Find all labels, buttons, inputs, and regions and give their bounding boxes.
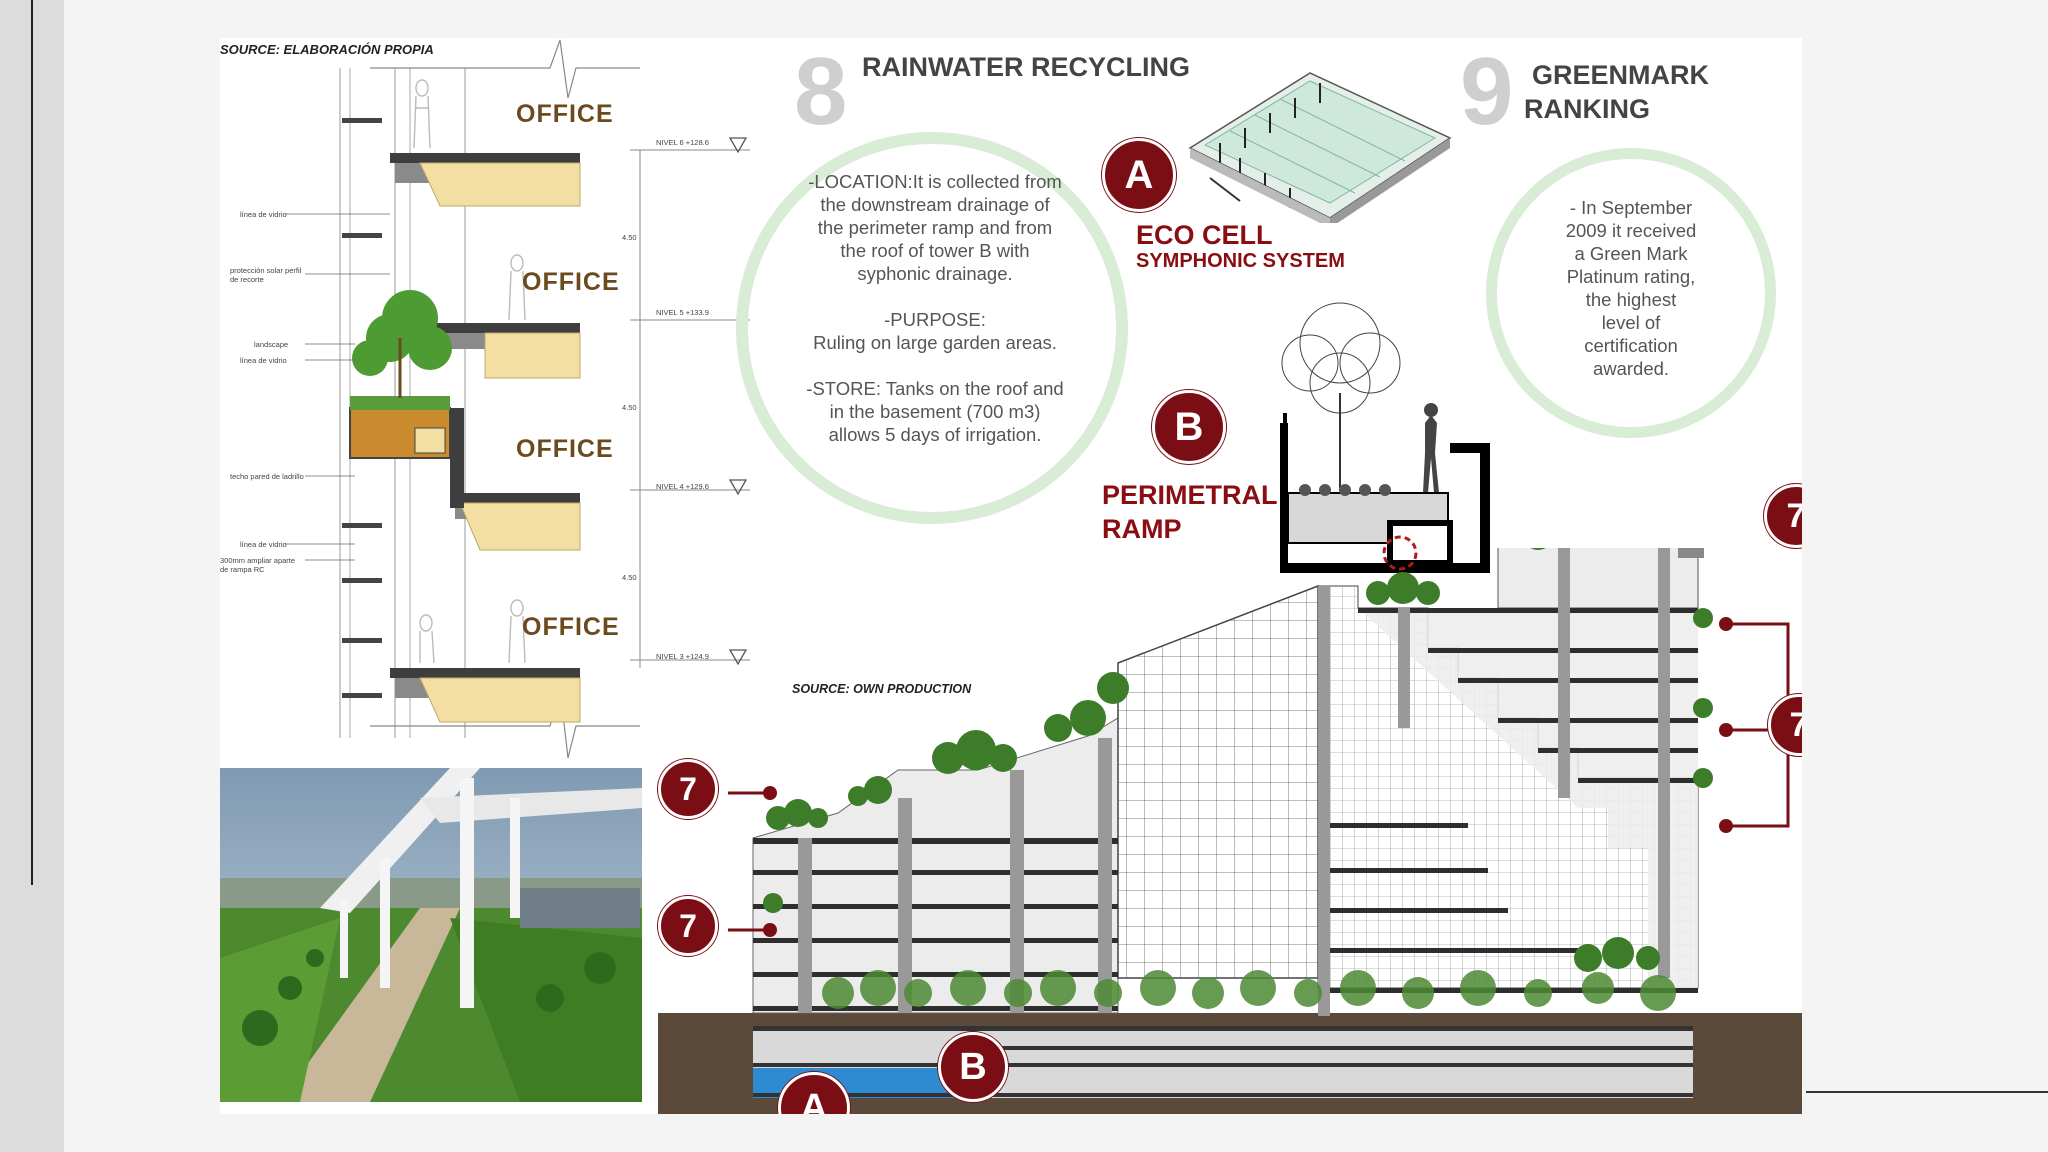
section9-title-line2: RANKING [1524, 94, 1650, 124]
facade-detail-drawing [285, 39, 750, 758]
level-label-3: NIVEL 4 +129.6 [656, 482, 709, 491]
section9-number: 9 [1460, 38, 1514, 145]
level-label-2: NIVEL 5 +133.9 [656, 308, 709, 317]
section8-description: -LOCATION:It is collected from the downs… [806, 171, 1064, 445]
level-label-1: NIVEL 6 +128.6 [656, 138, 709, 147]
perimetral-ramp-title-line1: PERIMETRAL [1102, 480, 1278, 510]
annotation-5: techo pared de ladrillo [230, 472, 304, 481]
eco-cell-marker: A [1102, 138, 1176, 212]
section8-title: RAINWATER RECYCLING [862, 52, 1190, 82]
slide-canvas: SOURCE: ELABORACIÓN PROPIA [220, 38, 1802, 1114]
office-label-1: OFFICE [516, 100, 614, 128]
section9-title-line1: GREENMARK [1532, 60, 1710, 90]
office-label-3: OFFICE [516, 435, 614, 463]
dimension-label-1: 4.50 [622, 233, 637, 242]
section-marker-7-right-top: 7 [1764, 484, 1802, 548]
annotation-6: línea de vidrio [240, 540, 287, 549]
eco-cell-drawing [1188, 72, 1452, 223]
side-divider-line [31, 0, 33, 885]
rooftop-walkway-photo [220, 768, 642, 1102]
annotation-4: línea de vidrio [240, 356, 287, 365]
annotation-2: protección solar perfil de recorte [230, 266, 302, 284]
office-label-2: OFFICE [522, 268, 620, 296]
level-label-4: NIVEL 3 +124.9 [656, 652, 709, 661]
perimetral-ramp-title-line2: RAMP [1102, 514, 1182, 544]
section9-description: - In September 2009 it received a Green … [1565, 197, 1697, 379]
dimension-label-3: 4.50 [622, 573, 637, 582]
left-source-label: SOURCE: ELABORACIÓN PROPIA [220, 42, 434, 57]
perimetral-ramp-drawing [1280, 302, 1490, 573]
dimension-label-2: 4.50 [622, 403, 637, 412]
eco-cell-subtitle: SYMPHONIC SYSTEM [1136, 250, 1345, 272]
eco-cell-title: ECO CELL [1136, 220, 1273, 250]
section-marker-b: B [938, 1032, 1008, 1102]
annotation-3: landscape [254, 340, 289, 349]
annotation-7: 300mm ampliar aparte de rampa RC [220, 556, 296, 574]
annotation-1: línea de vidrio [240, 210, 287, 219]
section8-number: 8 [794, 38, 848, 145]
section-marker-7-left-lower: 7 [658, 896, 718, 956]
section9-circle [1486, 148, 1776, 438]
building-section-drawing [658, 548, 1802, 1114]
bottom-rule [1806, 1091, 2048, 1093]
perimetral-ramp-marker: B [1152, 390, 1226, 464]
section-marker-7-left-upper: 7 [658, 759, 718, 819]
section-source-label: SOURCE: OWN PRODUCTION [792, 682, 972, 696]
office-label-4: OFFICE [522, 613, 620, 641]
